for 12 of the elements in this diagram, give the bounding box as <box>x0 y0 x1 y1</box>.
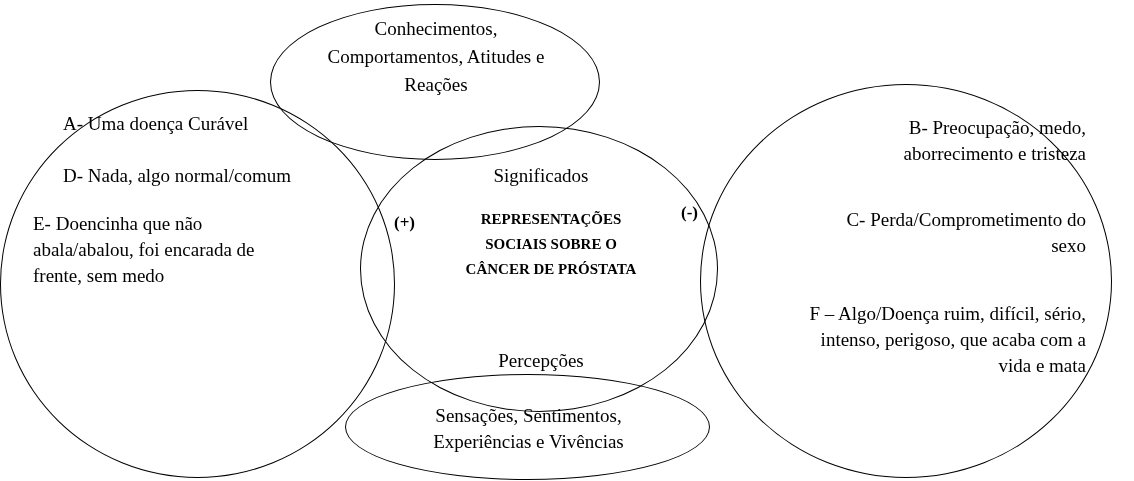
list-item: C- Perda/Comprometimento do sexo <box>845 208 1086 258</box>
ellipse-text: Sensações, Sentimentos, Experiências e Vivências <box>432 404 625 454</box>
sign-label: (-) <box>681 203 698 223</box>
sign-label: (+) <box>394 213 415 233</box>
list-item: F – Algo/Doença ruim, difícil, sério, intenso, perigoso, que acaba com a vida e mata <box>808 302 1086 378</box>
ellipse-text: Conhecimentos, Comportamentos, Atitudes e Reações <box>326 17 546 97</box>
ellipse-heading: Significados <box>492 164 590 188</box>
list-item: E- Doencinha que não abala/abalou, foi encarada de frente, sem medo <box>33 212 256 288</box>
center-label: REPRESENTAÇÕES SOCIAIS SOBRE O CÂNCER DE PRÓSTATA <box>464 210 638 279</box>
list-item: A- Uma doença Curável <box>63 112 250 136</box>
list-item: D- Nada, algo normal/comum <box>63 164 292 188</box>
ellipse-heading: Percepções <box>497 349 585 373</box>
